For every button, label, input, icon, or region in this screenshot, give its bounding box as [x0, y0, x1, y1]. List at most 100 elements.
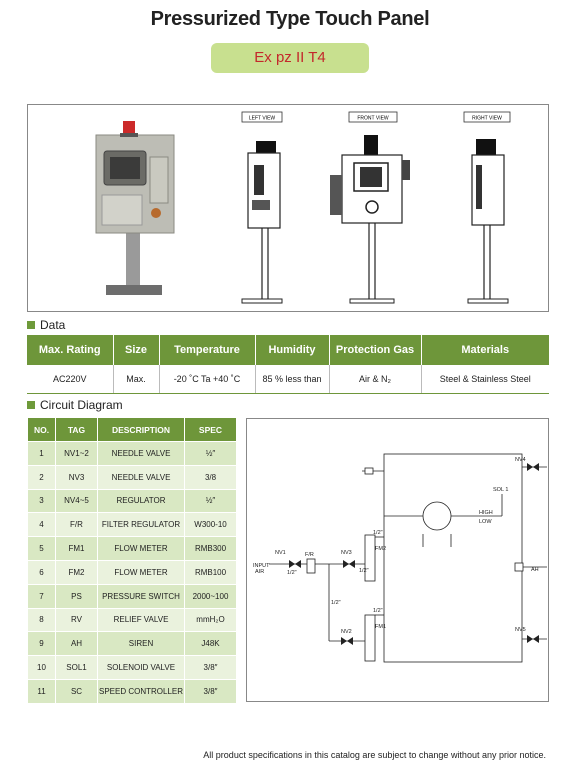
table-cell: 9 — [27, 631, 56, 657]
table-cell: 6 — [27, 559, 56, 585]
label-fm2: FM2 — [375, 546, 386, 552]
table-cell: 4 — [27, 512, 56, 538]
table-cell: 3 — [27, 488, 56, 514]
col-header: Max. Rating — [27, 335, 114, 365]
table-cell: SOLENOID VALVE — [97, 655, 185, 680]
table-cell: W300-10 — [184, 512, 237, 538]
front-view-drawing: FRONT VIEW — [330, 111, 410, 304]
col-header: DESCRIPTION — [97, 417, 185, 442]
left-view-drawing: LEFT VIEW — [241, 111, 283, 304]
enclosure-outline — [383, 453, 523, 663]
label-half-mid: 1/2" — [359, 568, 369, 574]
col-header: Protection Gas — [329, 335, 422, 365]
table-cell: 3/8″ — [184, 678, 237, 704]
circuit-diagram-frame: NV1 INPUT AIR 1/2" F/R NV3 1/2" 1/2" FM2… — [246, 418, 549, 702]
table-cell: 8 — [27, 607, 56, 633]
label-nv3: NV3 — [341, 550, 352, 556]
table-cell: NV4~5 — [55, 488, 98, 514]
table-cell: 3/8 — [184, 464, 237, 490]
label-nv2: NV2 — [341, 629, 352, 635]
table-cell: -20 ˚C Ta +40 ˚C — [159, 365, 256, 394]
col-header: Size — [113, 335, 160, 365]
table-cell: Air & N₂ — [329, 365, 422, 394]
table-cell: PS — [55, 583, 98, 609]
bullet-square-icon — [27, 321, 35, 329]
product-illustration: LEFT VIEW FRONT VIEW RI — [95, 111, 511, 304]
data-section-heading: Data — [27, 317, 65, 333]
svg-text:AIR: AIR — [255, 569, 264, 575]
table-cell: 2000~100 — [184, 583, 237, 609]
table-cell: FLOW METER — [97, 559, 185, 585]
label-half-to-fm2: 1/2" — [373, 530, 383, 536]
table-cell: J48K — [184, 631, 237, 657]
label-nv1: NV1 — [275, 550, 286, 556]
table-cell: RMB100 — [184, 559, 237, 585]
table-cell: AC220V — [27, 365, 114, 394]
table-cell: mmH₂O — [184, 607, 237, 633]
table-cell: 1 — [27, 441, 56, 466]
table-cell: AH — [55, 631, 98, 657]
label-input-air: INPUT — [253, 563, 270, 569]
label-half-down: 1/2" — [331, 600, 341, 606]
col-header: SPEC — [184, 417, 237, 442]
table-cell: 11 — [27, 678, 56, 704]
circuit-section-heading: Circuit Diagram — [27, 397, 123, 413]
table-cell: 3/8″ — [184, 655, 237, 680]
table-cell: 7 — [27, 583, 56, 609]
label-sol1: SOL 1 — [493, 487, 508, 493]
table-cell: REGULATOR — [97, 488, 185, 514]
table-cell: FILTER REGULATOR — [97, 512, 185, 538]
table-cell: RV — [55, 607, 98, 633]
circuit-table-header-row: NO. TAG DESCRIPTION SPEC — [27, 417, 237, 442]
right-view-label: RIGHT VIEW — [472, 116, 502, 122]
table-cell: ½″ — [184, 488, 237, 514]
table-cell: Steel & Stainless Steel — [421, 365, 549, 394]
table-cell: 2 — [27, 464, 56, 490]
table-cell: 10 — [27, 655, 56, 680]
col-header: NO. — [27, 417, 56, 442]
table-cell: NEEDLE VALVE — [97, 441, 185, 466]
table-cell: NV3 — [55, 464, 98, 490]
bullet-square-icon — [27, 401, 35, 409]
label-high: HIGH — [479, 510, 493, 516]
product-views-frame: LEFT VIEW FRONT VIEW RI — [27, 104, 549, 312]
table-cell: 5 — [27, 536, 56, 561]
right-view-drawing: RIGHT VIEW — [463, 111, 511, 304]
front-view-label: FRONT VIEW — [357, 116, 389, 122]
label-low: LOW — [479, 519, 492, 525]
table-cell: SC — [55, 678, 98, 704]
table-cell: FM1 — [55, 536, 98, 561]
table-row: AC220V Max. -20 ˚C Ta +40 ˚C 85 % less t… — [27, 365, 549, 394]
col-header: TAG — [55, 417, 98, 442]
col-header: Humidity — [255, 335, 330, 365]
label-fm1: FM1 — [375, 624, 386, 630]
label-half-left: 1/2" — [287, 570, 297, 576]
page-title: Pressurized Type Touch Panel — [150, 8, 430, 30]
table-cell: 85 % less than — [255, 365, 330, 394]
col-header: Materials — [421, 335, 549, 365]
table-cell: Max. — [113, 365, 160, 394]
col-header: Temperature — [159, 335, 256, 365]
table-cell: SIREN — [97, 631, 185, 657]
table-cell: SOL1 — [55, 655, 98, 680]
data-table: Max. Rating Size Temperature Humidity Pr… — [27, 335, 549, 394]
left-view-label: LEFT VIEW — [249, 116, 276, 122]
table-cell: F/R — [55, 512, 98, 538]
table-cell: SPEED CONTROLLER — [97, 678, 185, 704]
table-cell: NEEDLE VALVE — [97, 464, 185, 490]
label-nv5: NV5 — [515, 627, 526, 633]
footer-disclaimer: All product specifications in this catal… — [203, 750, 546, 760]
circuit-diagram: NV1 INPUT AIR 1/2" F/R NV3 1/2" 1/2" FM2… — [253, 453, 547, 663]
certification-label: Ex pz II T4 — [254, 49, 326, 66]
